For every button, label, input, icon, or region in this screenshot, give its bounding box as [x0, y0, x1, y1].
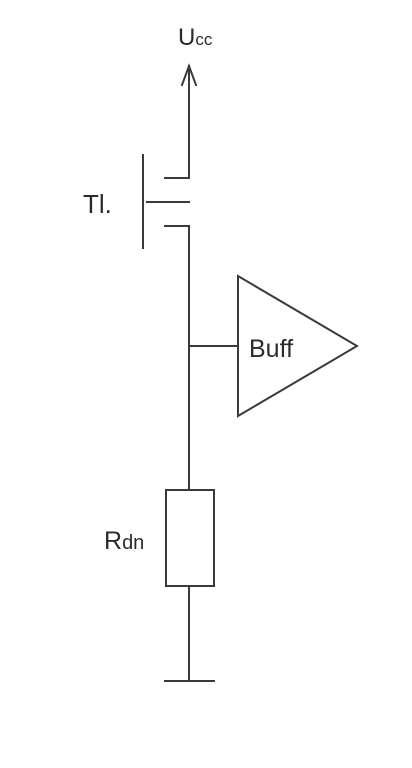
arrow-up-icon [180, 63, 198, 179]
buffer-triangle [237, 274, 359, 418]
supply-label-main: U [178, 24, 195, 51]
buffer-label: Buff [249, 335, 293, 363]
transistor-symbol [142, 154, 190, 249]
supply-label: Ucc [178, 24, 213, 51]
transistor-label: Tl. [83, 189, 112, 219]
resistor-label-sub: dn [122, 532, 144, 554]
resistor-body [165, 489, 215, 587]
supply-label-sub: cc [195, 30, 213, 49]
resistor-label-main: R [104, 527, 122, 555]
resistor-label: Rdn [104, 527, 144, 555]
